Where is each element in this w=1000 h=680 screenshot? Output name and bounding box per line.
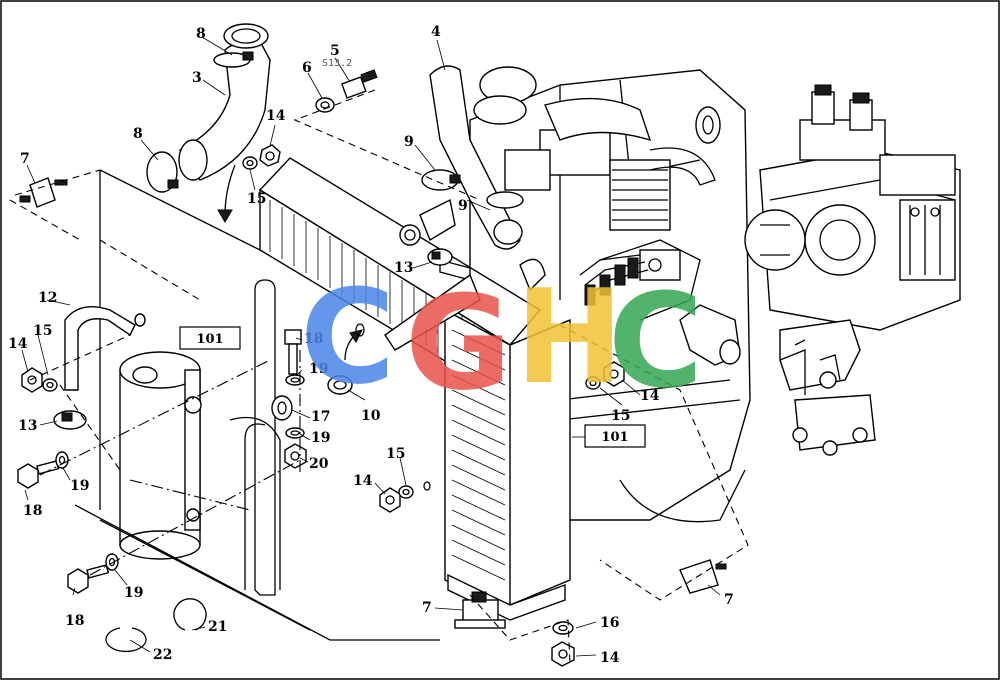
label-14-top: 14 (266, 108, 286, 124)
label-15-left: 15 (33, 323, 52, 339)
hose-clamp-8-top (213, 51, 254, 68)
bushing-10 (327, 375, 353, 395)
label-19-center-a: 19 (309, 361, 328, 377)
label-3: 3 (192, 70, 202, 86)
label-14-left: 14 (8, 336, 28, 352)
label-20: 20 (309, 456, 329, 472)
label-14-right: 14 (640, 388, 660, 404)
leader-lines (21, 36, 721, 657)
label-19-center-b: 19 (311, 430, 330, 446)
nut-14-bottom (551, 641, 575, 667)
label-22: 22 (153, 647, 172, 663)
bolt-18-left-upper (17, 460, 60, 489)
washer-15-top (242, 156, 258, 170)
nut-14-left (21, 367, 43, 393)
hose-clamp-9 (421, 169, 461, 191)
label-15-top: 15 (247, 191, 266, 207)
ref-box-101-right (584, 424, 646, 448)
washer-19-left-upper (55, 451, 69, 469)
label-5: 5 (330, 43, 340, 59)
label-14-mid: 14 (353, 473, 373, 489)
label-9-upper: 9 (404, 134, 414, 150)
hose-clamp-13-left (53, 410, 87, 430)
snap-ring-21 (173, 598, 207, 631)
bushing-17 (271, 395, 293, 421)
label-14-bottom: 14 (600, 650, 620, 666)
nut-14-right (603, 361, 625, 387)
washer-19-left-lower (105, 553, 119, 571)
washer-15-right (585, 376, 601, 390)
nut-20 (284, 443, 307, 469)
label-19-left-upper: 19 (70, 478, 89, 494)
watermark-letter-c2: C (608, 265, 703, 417)
washer-19-center-b (285, 427, 305, 439)
label-18-left-lower: 18 (65, 613, 84, 629)
hose-13-middle (384, 259, 481, 351)
label-13-middle: 13 (394, 260, 413, 276)
label-17: 17 (311, 409, 330, 425)
upper-hose-4 (429, 65, 524, 250)
ref-box-101-right-label: 101 (601, 430, 628, 445)
label-4: 4 (431, 24, 441, 40)
label-7-bottom: 7 (422, 600, 432, 616)
o-ring-center (355, 323, 365, 337)
ref-box-101-left (179, 326, 241, 350)
rubber-mount-7-left (19, 177, 68, 208)
flow-arrow-left-head (217, 209, 233, 223)
coolant-reservoir (119, 351, 202, 560)
bolt-18-left-lower (67, 564, 110, 594)
label-6: 6 (302, 60, 312, 76)
washer-15-mid (398, 481, 431, 499)
ref-box-101-left-label: 101 (196, 332, 223, 347)
watermark-letter-g: G (405, 267, 512, 419)
label-10: 10 (361, 408, 381, 424)
label-16: 16 (600, 615, 619, 631)
label-12: 12 (38, 290, 57, 306)
label-18-center: 18 (304, 331, 323, 347)
rubber-mount-7-bottom (454, 591, 506, 629)
part-labels: 8 3 8 7 5 S13.2 6 4 14 15 9 9 13 12 15 1… (8, 24, 734, 666)
temperature-sensor-5 (340, 69, 378, 99)
bolt-18-center (284, 329, 302, 375)
label-7-left: 7 (20, 151, 30, 167)
hose-3 (178, 23, 271, 181)
watermark-letter-c1: C (300, 261, 395, 413)
nut-14-top (259, 144, 281, 167)
label-s13-2: S13.2 (322, 58, 352, 69)
watermark-letter-h: H (515, 261, 624, 413)
hose-clamp-13-middle (427, 248, 453, 266)
hose-clamp-8-left (146, 151, 179, 193)
label-7-right: 7 (724, 592, 734, 608)
hydraulic-pump (744, 84, 961, 456)
washer-15-left (42, 378, 58, 392)
washer-6 (315, 97, 335, 113)
support-frame (74, 169, 440, 641)
watermark-logo: C G H C (300, 261, 703, 419)
label-8-top: 8 (196, 26, 206, 42)
label-8-left: 8 (133, 126, 143, 142)
label-9-lower: 9 (458, 198, 468, 214)
snap-ring-22 (105, 627, 147, 653)
label-19-left-lower: 19 (124, 585, 143, 601)
label-15-right: 15 (611, 408, 630, 424)
flow-arrow-left (224, 164, 236, 216)
label-13-left: 13 (18, 418, 37, 434)
assembly-lines (9, 89, 749, 666)
label-21: 21 (208, 619, 227, 635)
label-15-mid: 15 (386, 446, 405, 462)
rubber-mount-7-right (679, 559, 727, 594)
label-18-left-upper: 18 (23, 503, 42, 519)
